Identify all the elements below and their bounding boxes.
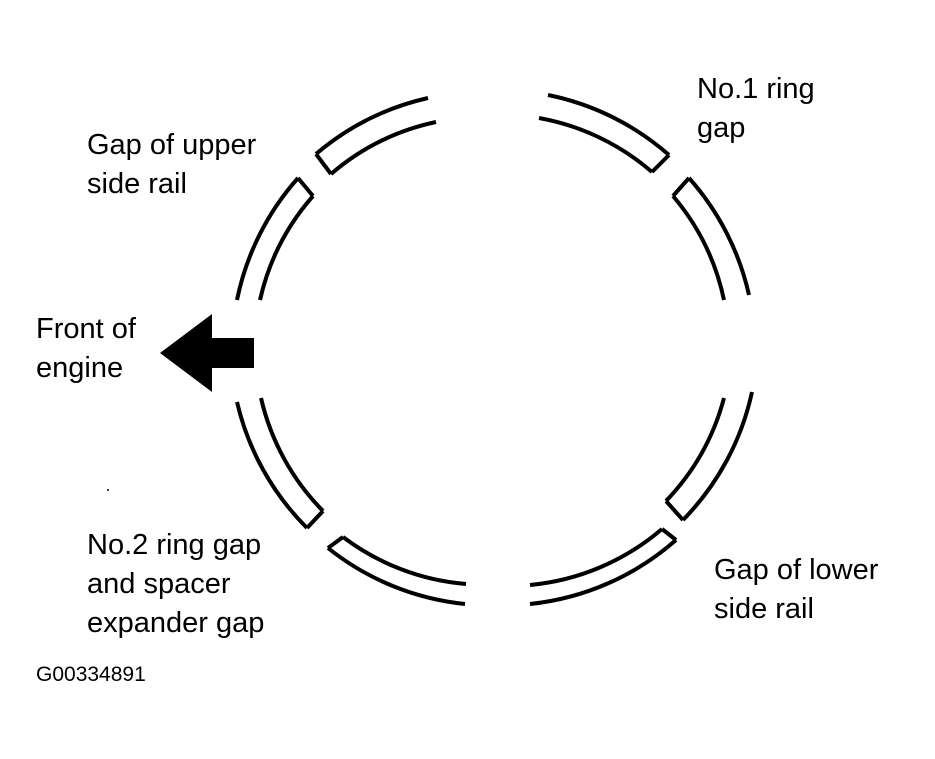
label-front-of-engine: Front of engine [36, 310, 136, 388]
label-line: Front of [36, 313, 136, 345]
ring-segment-bottom-right [529, 527, 678, 606]
label-no1-ring-gap: No.1 ring gap [697, 70, 815, 148]
label-upper-side-rail-gap: Gap of upper side rail [87, 126, 256, 204]
label-line: and spacer [87, 568, 231, 600]
label-line: side rail [714, 593, 814, 625]
ring-segment-top-right [538, 93, 671, 174]
label-no2-ring-spacer-gap: No.2 ring gap and spacer expander gap [87, 526, 264, 643]
speck-mark [107, 489, 109, 491]
ring-segment-upper-left [235, 176, 315, 301]
ring-segment-lower-right [664, 391, 754, 522]
label-line: engine [36, 352, 124, 384]
left-arrow-icon [160, 314, 254, 392]
label-line: Gap of upper [87, 129, 257, 161]
ring-segment-lower-left [235, 397, 325, 530]
label-line: expander gap [87, 607, 265, 639]
label-line: side rail [87, 168, 187, 200]
ring-segment-bottom-left [326, 535, 467, 606]
ring-segment-top-left [314, 96, 437, 176]
label-line: No.2 ring gap [87, 529, 262, 561]
label-lower-side-rail-gap: Gap of lower side rail [714, 551, 878, 629]
label-line: Gap of lower [714, 554, 879, 586]
label-line: gap [697, 112, 746, 144]
label-line: No.1 ring [697, 73, 815, 105]
ring-segment-upper-right [671, 176, 751, 301]
figure-id: G00334891 [36, 663, 146, 686]
